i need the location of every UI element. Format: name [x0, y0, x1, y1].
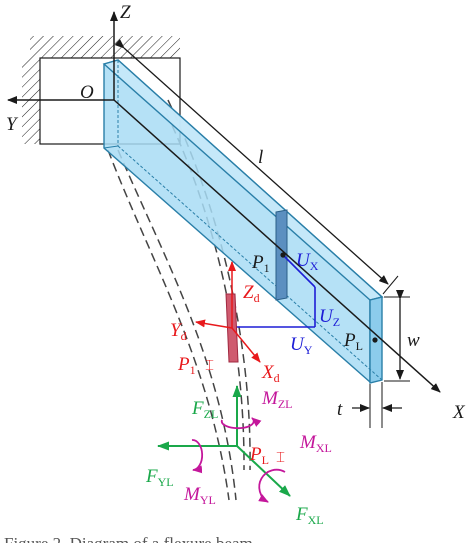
label-yd: Yd [170, 320, 187, 343]
pl-point [372, 337, 378, 343]
hatch-left [22, 58, 44, 144]
thickness-dimension [352, 382, 402, 428]
flexure-beam [102, 59, 384, 384]
length-line [114, 39, 389, 285]
labels: Z O Y l P1 UX UZ UY PL w t X Zd Yd P1 Xd… [6, 2, 466, 527]
label-p1: P1 [251, 252, 270, 275]
displacement-components [236, 252, 378, 343]
deflected-element: ⌶ [195, 261, 261, 374]
label-y: Y [6, 114, 19, 135]
xd-axis [231, 327, 261, 363]
mzl-arc [220, 417, 262, 430]
label-xd: Xd [261, 362, 280, 385]
label-uy: UY [290, 334, 313, 357]
label-zd: Zd [243, 282, 260, 305]
label-ux: UX [296, 250, 319, 273]
label-z: Z [120, 2, 131, 23]
label-p1-red: P1 [177, 354, 196, 377]
length-dimension [114, 39, 399, 295]
label-myl: MYL [183, 484, 216, 507]
label-mzl: MZL [261, 388, 293, 411]
end-loads: ⌶ [157, 385, 291, 503]
label-fzl: FZL [191, 398, 218, 421]
label-pl-red: PL [249, 444, 269, 467]
hatch-top [30, 36, 180, 58]
label-o: O [80, 82, 94, 103]
label-l: l [258, 147, 263, 168]
x-axis [113, 99, 441, 393]
fxl-arrow [236, 445, 291, 497]
label-mxl: MXL [299, 432, 332, 455]
p1-point [280, 252, 286, 258]
length-tick-end [382, 275, 399, 295]
label-fxl: FXL [295, 504, 324, 527]
label-pl: PL [343, 330, 363, 353]
red-p1-mark: ⌶ [205, 358, 214, 374]
yd-axis [195, 319, 233, 329]
label-uz: UZ [319, 306, 340, 329]
width-dimension [384, 290, 410, 382]
figure-caption: Figure 2. Diagram of a flexure beam [4, 534, 253, 543]
label-x: X [452, 402, 466, 423]
label-t: t [337, 399, 343, 420]
ux-line [282, 254, 316, 288]
beam-front-face [103, 59, 384, 384]
red-pl-mark: ⌶ [276, 450, 285, 466]
label-w: w [407, 330, 420, 351]
label-fyl: FYL [145, 466, 174, 489]
myl-arc [191, 439, 204, 474]
mxl-arc [258, 468, 286, 503]
